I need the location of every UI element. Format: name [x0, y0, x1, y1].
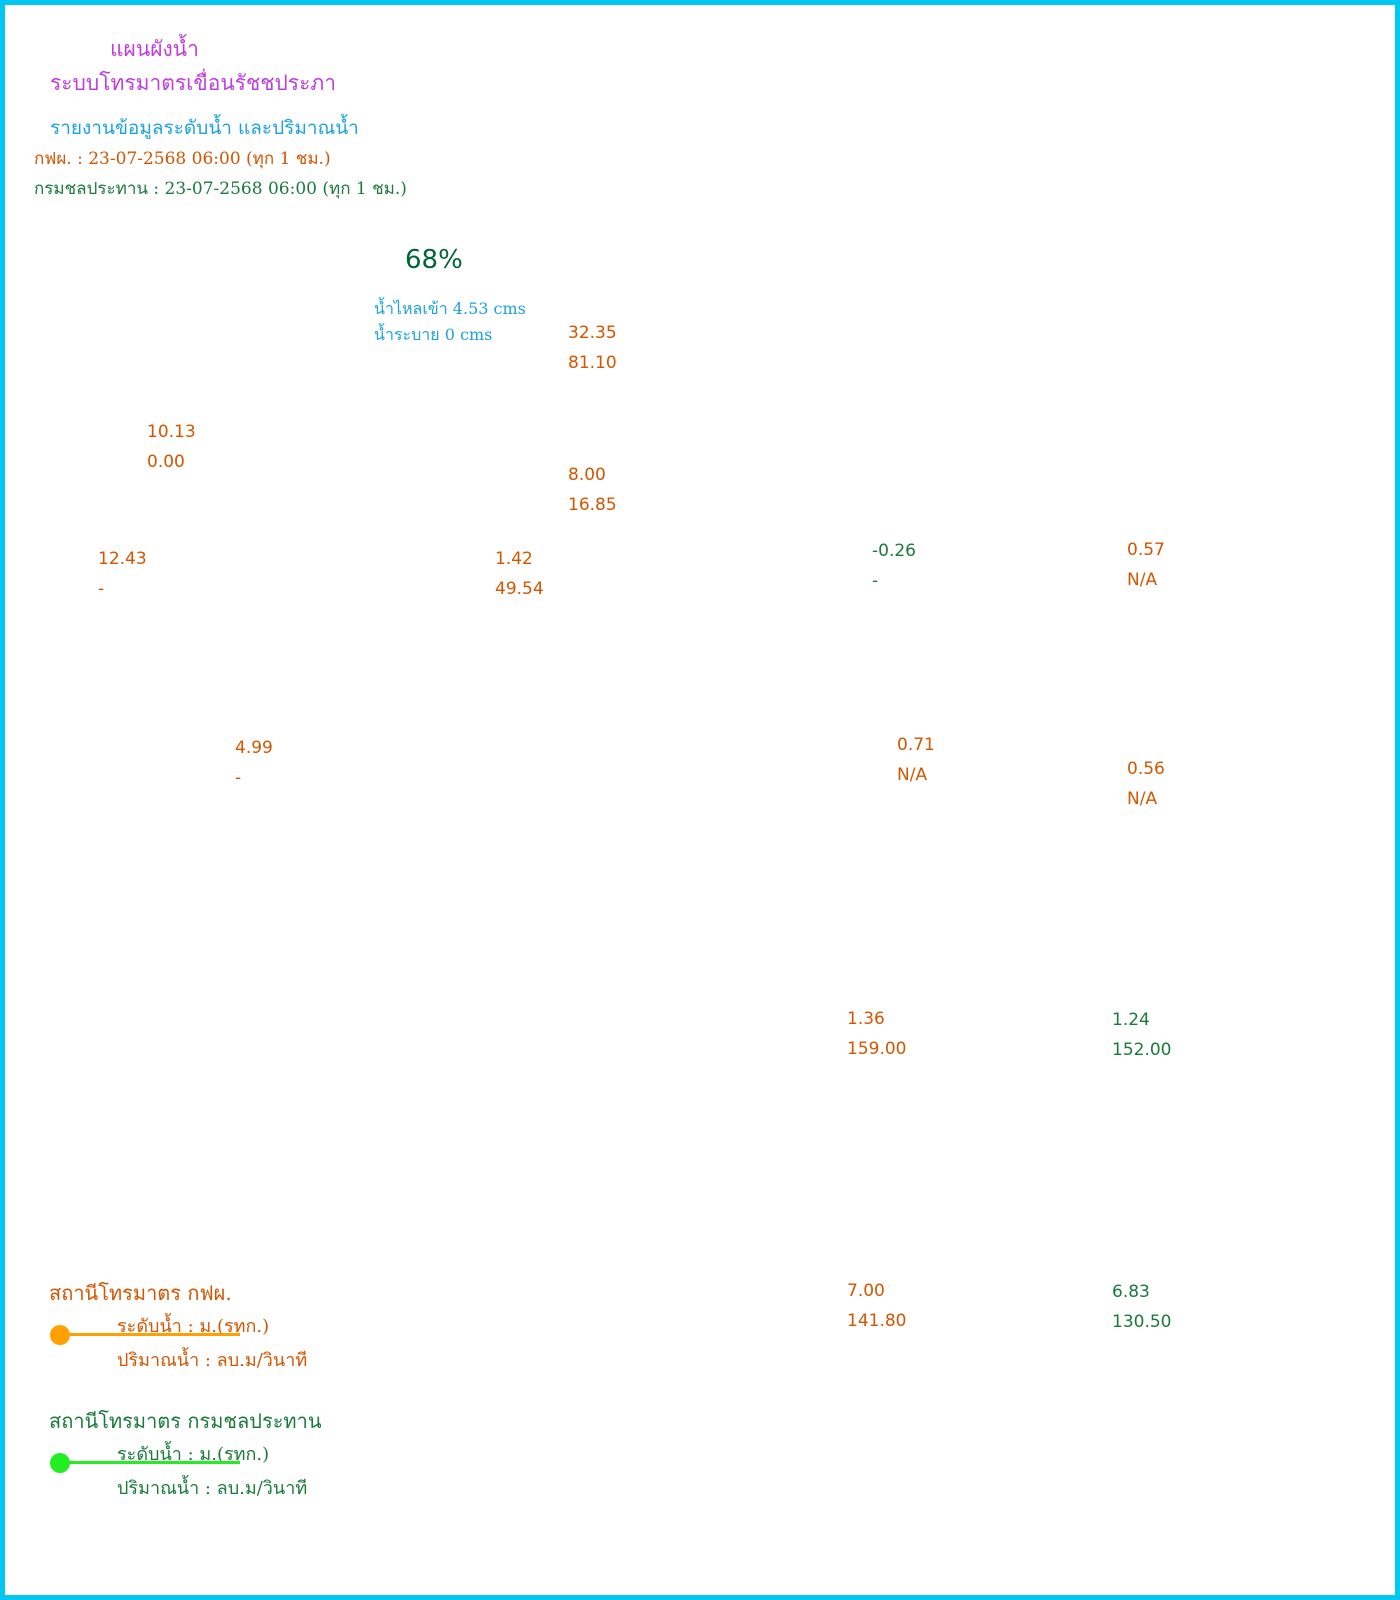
- station-reading[interactable]: 1.24 152.00: [1112, 1005, 1171, 1065]
- station-reading[interactable]: 1.42 49.54: [495, 544, 544, 604]
- legend-egat-level-label: ระดับน้ำ : ม.(รทก.): [117, 1316, 270, 1337]
- system-subtitle: ระบบโทรมาตรเขื่อนรัชชประภา: [50, 71, 336, 95]
- station-level: 8.00: [568, 465, 606, 485]
- station-reading[interactable]: 7.00 141.80: [847, 1276, 906, 1336]
- egat-update-time: กฟผ. : 23-07-2568 06:00 (ทุก 1 ชม.): [34, 149, 331, 169]
- station-flow: 152.00: [1112, 1040, 1172, 1060]
- legend-rid-level-label: ระดับน้ำ : ม.(รทก.): [117, 1444, 270, 1465]
- station-level: 6.83: [1112, 1282, 1150, 1302]
- station-reading[interactable]: 12.43 -: [98, 544, 147, 604]
- station-level: 1.24: [1112, 1010, 1150, 1030]
- station-level: 1.36: [847, 1009, 885, 1029]
- station-reading[interactable]: 0.56 N/A: [1127, 754, 1165, 814]
- dam-storage-percent: 68%: [405, 245, 463, 275]
- legend-rid-line-icon: [60, 1461, 240, 1464]
- station-level: 10.13: [147, 422, 196, 442]
- station-level: 4.99: [235, 738, 273, 758]
- station-flow: 130.50: [1112, 1312, 1172, 1332]
- station-flow: -: [872, 571, 879, 591]
- station-reading[interactable]: 32.35 81.10: [568, 318, 617, 378]
- station-level: 12.43: [98, 549, 147, 569]
- rid-update-time: กรมชลประทาน : 23-07-2568 06:00 (ทุก 1 ชม…: [34, 179, 407, 199]
- map-title: แผนผังน้ำ: [110, 37, 199, 61]
- station-flow: 141.80: [847, 1311, 907, 1331]
- station-reading[interactable]: -0.26 -: [872, 536, 916, 596]
- station-level: 0.56: [1127, 759, 1165, 779]
- legend-egat-flow-label: ปริมาณน้ำ : ลบ.ม/วินาที: [117, 1350, 308, 1371]
- station-flow: N/A: [1127, 570, 1158, 590]
- station-reading[interactable]: 0.71 N/A: [897, 730, 935, 790]
- station-flow: N/A: [897, 765, 928, 785]
- station-reading[interactable]: 10.13 0.00: [147, 417, 196, 477]
- station-level: 0.71: [897, 735, 935, 755]
- legend-egat-marker-icon: [50, 1325, 70, 1345]
- station-reading[interactable]: 0.57 N/A: [1127, 535, 1165, 595]
- station-level: 1.42: [495, 549, 533, 569]
- station-reading[interactable]: 4.99 -: [235, 733, 273, 793]
- station-flow: N/A: [1127, 789, 1158, 809]
- report-title: รายงานข้อมูลระดับน้ำ และปริมาณน้ำ: [50, 117, 359, 139]
- station-flow: 159.00: [847, 1039, 907, 1059]
- station-reading[interactable]: 1.36 159.00: [847, 1004, 906, 1064]
- legend-egat-line-icon: [60, 1333, 240, 1336]
- station-flow: 0.00: [147, 452, 185, 472]
- legend-rid-flow-label: ปริมาณน้ำ : ลบ.ม/วินาที: [117, 1478, 308, 1499]
- station-reading[interactable]: 6.83 130.50: [1112, 1277, 1171, 1337]
- station-level: 7.00: [847, 1281, 885, 1301]
- station-flow: 16.85: [568, 495, 617, 515]
- legend-rid-heading: สถานีโทรมาตร กรมชลประทาน: [49, 1409, 322, 1433]
- station-level: 0.57: [1127, 540, 1165, 560]
- station-flow: -: [235, 768, 242, 788]
- station-level: -0.26: [872, 541, 916, 561]
- station-flow: -: [98, 579, 105, 599]
- dam-inflow: น้ำไหลเข้า 4.53 cms: [374, 299, 526, 318]
- station-reading[interactable]: 8.00 16.85: [568, 460, 617, 520]
- dam-release: น้ำระบาย 0 cms: [374, 325, 493, 344]
- station-flow: 81.10: [568, 353, 617, 373]
- station-flow: 49.54: [495, 579, 544, 599]
- legend-egat-heading: สถานีโทรมาตร กฟผ.: [49, 1281, 232, 1305]
- station-level: 32.35: [568, 323, 617, 343]
- legend-rid-marker-icon: [50, 1453, 70, 1473]
